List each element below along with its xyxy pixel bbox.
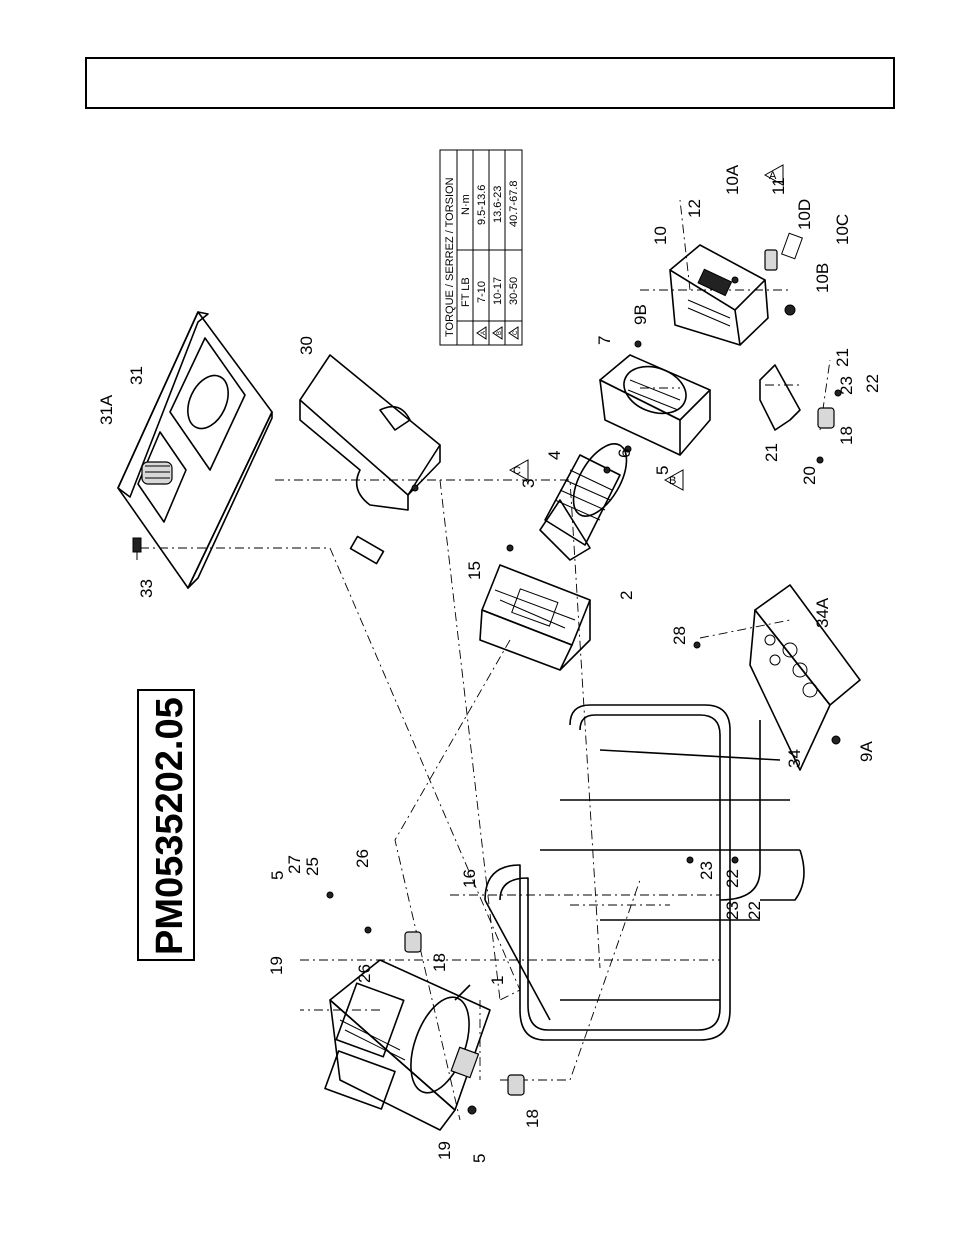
svg-text:C: C bbox=[513, 465, 521, 477]
callout-10d: 10D bbox=[795, 199, 814, 230]
callout-23b: 23 bbox=[723, 901, 742, 920]
callout-26b: 26 bbox=[353, 849, 372, 868]
callout-18c: 18 bbox=[837, 426, 856, 445]
torque-row-b: B 10-17 13.6-23 bbox=[492, 186, 504, 339]
svg-text:10-17: 10-17 bbox=[492, 277, 504, 305]
callout-11: 11 bbox=[769, 177, 788, 195]
callout-1: 1 bbox=[488, 976, 507, 985]
callout-10c: 10C bbox=[833, 214, 852, 245]
model-code: PM0535202.05 bbox=[149, 697, 191, 955]
callout-22a: 22 bbox=[723, 869, 742, 888]
callout-25: 25 bbox=[303, 857, 322, 876]
torque-marks: C B A bbox=[510, 165, 783, 490]
part-10-control-box bbox=[670, 245, 768, 345]
torque-table-title: TORQUE / SERREZ / TORSION bbox=[444, 177, 456, 337]
callout-23a: 23 bbox=[697, 861, 716, 880]
part-1-engine bbox=[325, 960, 490, 1130]
callout-2: 2 bbox=[617, 591, 636, 600]
callout-16: 16 bbox=[460, 869, 479, 888]
svg-text:9.5-13.6: 9.5-13.6 bbox=[476, 185, 488, 225]
callout-6: 6 bbox=[615, 449, 634, 458]
callout-34a: 34A bbox=[813, 597, 832, 628]
callout-26a: 26 bbox=[355, 964, 374, 983]
callout-27: 27 bbox=[285, 855, 304, 874]
part-33-bolt bbox=[133, 538, 141, 560]
callout-20: 20 bbox=[800, 466, 819, 485]
svg-text:A: A bbox=[481, 331, 487, 335]
callout-15: 15 bbox=[465, 561, 484, 580]
part-20-bracket bbox=[760, 365, 800, 430]
torque-header-ftlb: FT LB bbox=[460, 277, 472, 307]
callout-10b: 10B bbox=[813, 263, 832, 293]
part-7-stator bbox=[600, 355, 710, 455]
callout-22b: 22 bbox=[745, 901, 764, 920]
torque-row-c: C 30-50 40.7-67.8 bbox=[508, 181, 520, 339]
callout-12: 12 bbox=[685, 199, 704, 218]
hardware bbox=[327, 233, 841, 1114]
callout-19a: 19 bbox=[267, 956, 286, 975]
svg-text:7-10: 7-10 bbox=[476, 281, 488, 303]
torque-header-nm: N·m bbox=[460, 194, 472, 215]
svg-text:B: B bbox=[497, 331, 503, 335]
svg-text:30-50: 30-50 bbox=[508, 277, 520, 305]
callout-21b: 21 bbox=[833, 348, 852, 367]
callout-23c: 23 bbox=[837, 376, 856, 395]
svg-text:40.7-67.8: 40.7-67.8 bbox=[508, 181, 520, 227]
callout-21a: 21 bbox=[762, 443, 781, 462]
callout-9a: 9A bbox=[857, 741, 876, 762]
torque-row-a: A 7-10 9.5-13.6 bbox=[476, 185, 488, 339]
callout-30: 30 bbox=[297, 336, 316, 355]
part-30-end-cover bbox=[300, 355, 440, 564]
callout-18a: 18 bbox=[430, 953, 449, 972]
part-34-control-panel bbox=[750, 585, 860, 770]
callout-33: 33 bbox=[137, 579, 156, 598]
callout-7: 7 bbox=[595, 336, 614, 345]
callout-9b: 9B bbox=[631, 304, 650, 325]
svg-text:C: C bbox=[513, 330, 519, 335]
part-2-fan-housing bbox=[480, 565, 590, 670]
callout-19b: 19 bbox=[435, 1141, 454, 1160]
callout-18b: 18 bbox=[523, 1109, 542, 1128]
callout-3: 3 bbox=[519, 479, 538, 488]
callout-5c: 5 bbox=[653, 466, 672, 475]
callout-31: 31 bbox=[127, 366, 146, 385]
callout-34: 34 bbox=[785, 749, 804, 768]
callout-31a: 31A bbox=[97, 394, 116, 425]
callout-4: 4 bbox=[545, 451, 564, 460]
svg-text:13.6-23: 13.6-23 bbox=[492, 186, 504, 223]
torque-table: TORQUE / SERREZ / TORSION FT LB N·m A 7-… bbox=[440, 150, 522, 345]
callout-28: 28 bbox=[670, 626, 689, 645]
part-16-frame bbox=[485, 705, 804, 1040]
svg-text:B: B bbox=[669, 475, 676, 487]
callout-22c: 22 bbox=[863, 374, 882, 393]
callout-10: 10 bbox=[651, 226, 670, 245]
callout-10a: 10A bbox=[723, 164, 742, 195]
callout-5b: 5 bbox=[470, 1154, 489, 1163]
